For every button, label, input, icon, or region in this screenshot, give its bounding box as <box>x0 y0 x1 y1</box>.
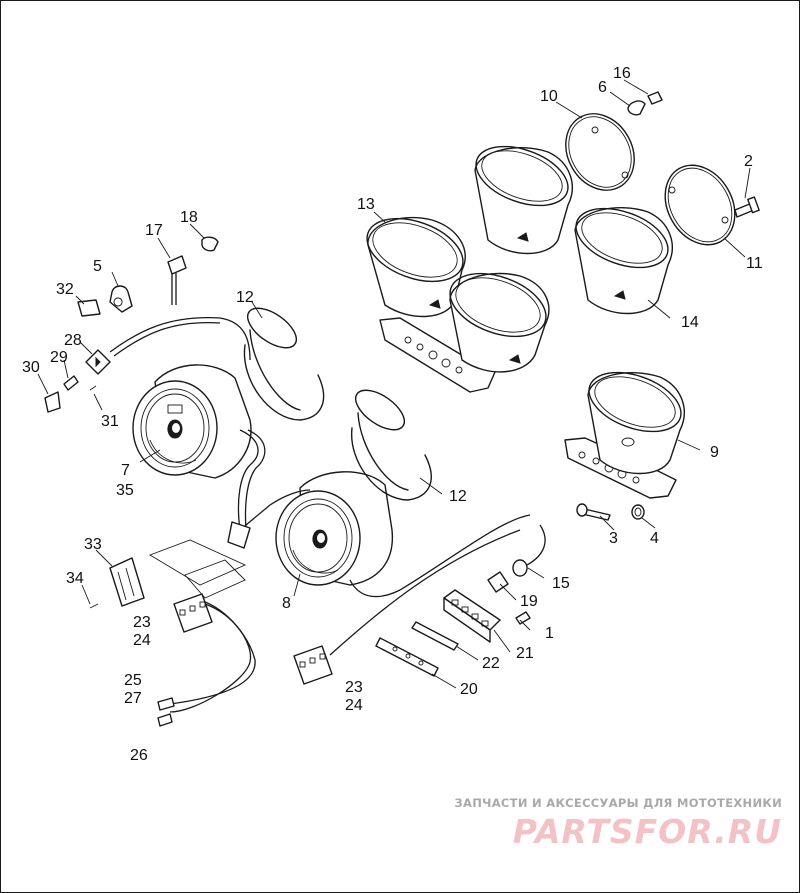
callout-25: 25 <box>124 672 142 689</box>
indicator-housing-21 <box>443 589 501 643</box>
connector-23-24-lower <box>293 645 333 685</box>
gasket-11 <box>664 164 736 246</box>
callout-11: 11 <box>746 255 763 272</box>
callout-6: 6 <box>598 79 607 96</box>
callout-7: 7 <box>121 462 130 479</box>
screw-3 <box>576 503 611 521</box>
callout-23-upper: 23 <box>133 614 151 631</box>
callout-19: 19 <box>520 593 538 610</box>
callout-8: 8 <box>282 595 291 612</box>
callout-29: 29 <box>50 349 68 366</box>
callout-10: 10 <box>540 88 558 105</box>
callout-1: 1 <box>545 625 554 642</box>
socket-15 <box>512 524 546 577</box>
callout-31: 31 <box>101 413 119 430</box>
callout-24-lower: 24 <box>345 697 363 714</box>
clip-5 <box>109 285 133 313</box>
callout-24-upper: 24 <box>133 632 151 649</box>
callout-2: 2 <box>744 153 753 170</box>
gauge-7 <box>132 364 252 479</box>
callout-13: 13 <box>357 196 375 213</box>
connector-28 <box>85 349 111 375</box>
clip-32 <box>77 299 101 317</box>
callout-28: 28 <box>64 332 82 349</box>
callout-16: 16 <box>613 65 631 82</box>
callout-12-lower: 12 <box>449 488 467 505</box>
washer-4 <box>631 504 645 520</box>
callout-18: 18 <box>180 209 198 226</box>
callout-9: 9 <box>710 444 719 461</box>
socket-18 <box>201 236 219 252</box>
trim-ring-12-upper <box>243 307 325 421</box>
callout-14: 14 <box>681 314 699 331</box>
lens-22 <box>411 621 459 651</box>
callout-12-upper: 12 <box>236 289 254 306</box>
callout-23-lower: 23 <box>345 679 363 696</box>
screw-1 <box>515 611 531 625</box>
cup-bracket-13 <box>366 216 550 393</box>
pin-34 <box>89 603 99 609</box>
wiring-harness <box>109 316 531 713</box>
callout-26: 26 <box>130 747 148 764</box>
callout-4: 4 <box>650 530 659 547</box>
callout-33: 33 <box>84 536 102 553</box>
lock-30 <box>44 391 61 413</box>
callout-32: 32 <box>56 281 74 298</box>
connector-23-24-upper <box>173 593 213 633</box>
callout-17: 17 <box>145 222 163 239</box>
terminal-31 <box>89 385 97 391</box>
plate-20 <box>375 637 439 677</box>
callout-15: 15 <box>552 575 570 592</box>
callout-30: 30 <box>22 359 40 376</box>
pin-29 <box>63 375 79 391</box>
callout-5: 5 <box>93 258 102 275</box>
callout-22: 22 <box>482 655 500 672</box>
gauge-cup-upper <box>474 145 573 255</box>
watermark-brand-logo: PARTSFOR.RU <box>512 812 782 851</box>
leader-lines <box>37 79 751 689</box>
gauge-cup-14 <box>574 206 673 315</box>
callout-20: 20 <box>460 681 478 698</box>
terminals-25-27-26 <box>157 697 175 727</box>
screw-2 <box>734 196 760 218</box>
bulb-17 <box>167 255 187 305</box>
callout-labels: 1 2 3 4 5 6 7 35 8 9 10 11 12 12 13 14 1… <box>22 65 763 764</box>
callout-21: 21 <box>516 645 534 662</box>
gauge-8 <box>275 471 394 586</box>
callout-27: 27 <box>124 690 142 707</box>
cup-bracket-9 <box>564 371 685 499</box>
callout-35: 35 <box>116 482 134 499</box>
watermark: ЗАПЧАСТИ И АКСЕССУАРЫ ДЛЯ МОТОТЕХНИКИ PA… <box>455 796 782 851</box>
watermark-tagline: ЗАПЧАСТИ И АКСЕССУАРЫ ДЛЯ МОТОТЕХНИКИ <box>454 796 782 810</box>
callout-3: 3 <box>609 530 618 547</box>
gasket-10 <box>565 113 635 191</box>
bulb-6-socket-16 <box>627 91 663 116</box>
callout-34: 34 <box>66 570 84 587</box>
connector-33 <box>109 557 145 607</box>
trim-ring-12-lower <box>351 389 432 501</box>
